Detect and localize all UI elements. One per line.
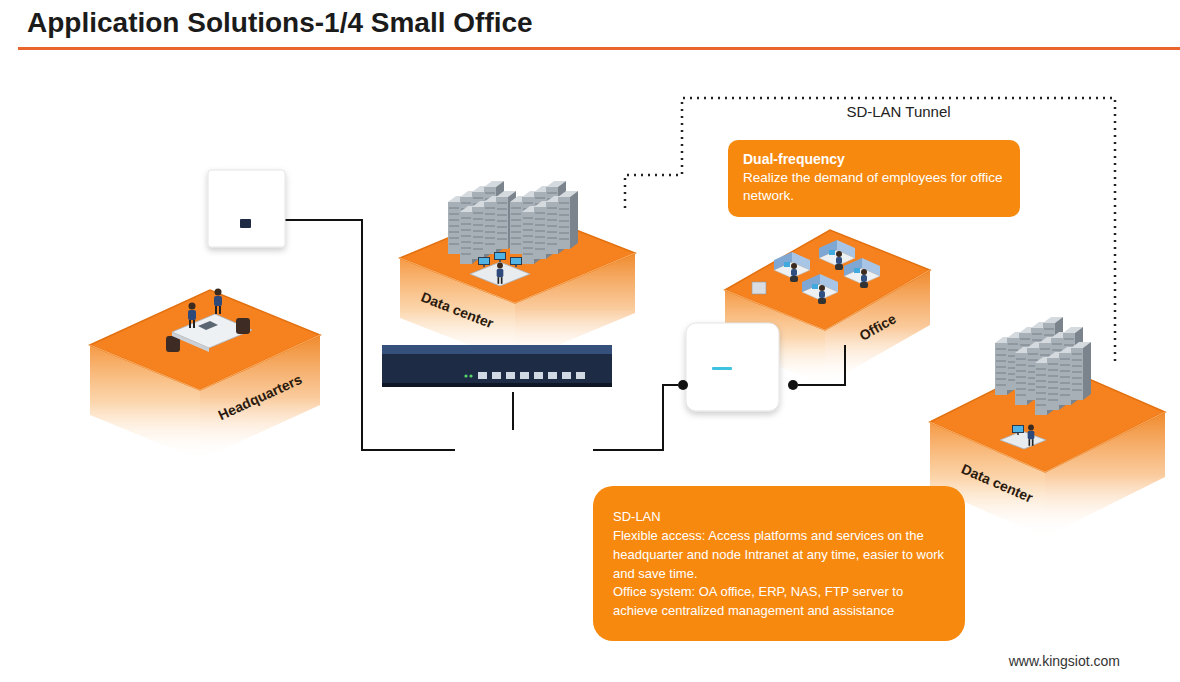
connector-label: SD-LAN Tunnel [843,103,953,120]
server-racks [448,181,578,264]
platform-block: Headquarters [90,290,320,460]
callout-heading: Dual-frequency [743,150,1005,169]
router [382,345,612,387]
callout-body: Flexible access: Access platforms and se… [613,527,947,584]
callout-body: Realize the demand of employees for offi… [743,169,1005,205]
title-rule [18,47,1180,50]
callout-heading: SD-LAN [613,508,947,527]
wall-access-point [208,170,285,247]
callout-body: Office system: OA office, ERP, NAS, FTP … [613,583,947,621]
callout-box: Dual-frequencyRealize the demand of empl… [728,140,1020,217]
website-url: www.kingsiot.com [1009,653,1120,669]
page-title: Application Solutions-1/4 Small Office [27,7,533,39]
tunnel-connector [625,98,1115,362]
callout-box: SD-LANFlexible access: Access platforms … [593,486,965,641]
platform-outline [90,290,320,460]
